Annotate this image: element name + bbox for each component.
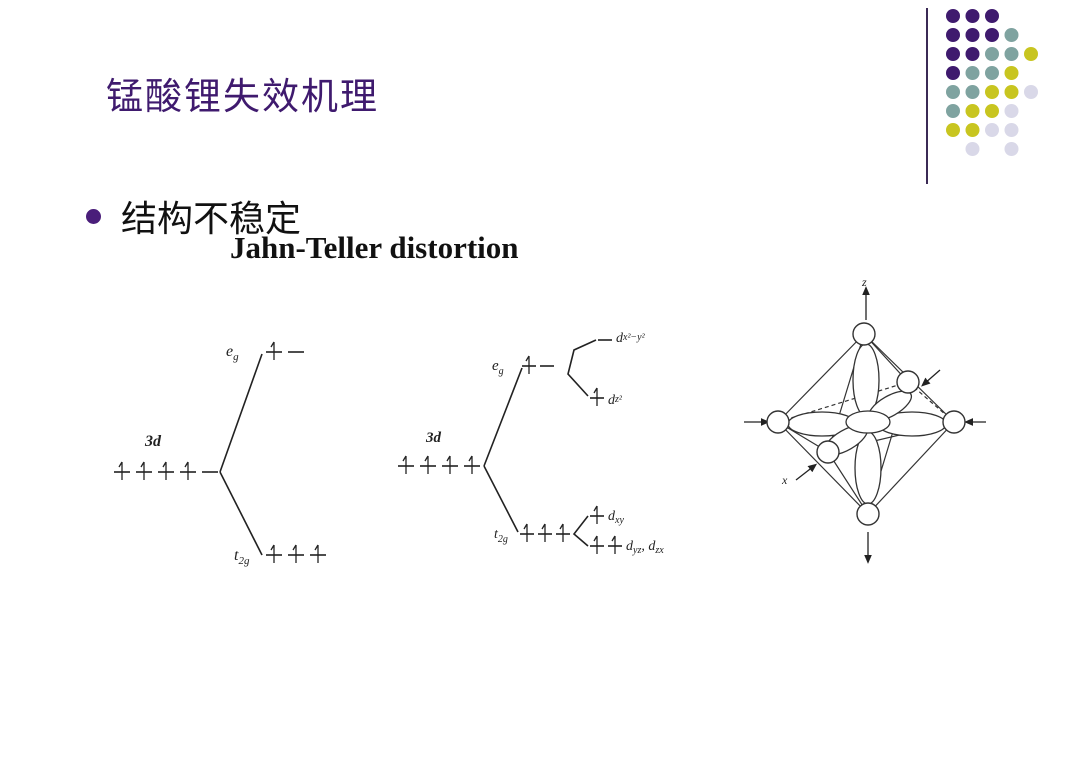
label-eg-left: eg: [226, 343, 239, 363]
label-eg-mid: eg: [492, 358, 504, 377]
label-dyz-dzx: dyz, dzx: [626, 539, 664, 556]
decorative-dot: [965, 9, 980, 23]
decorative-dot: [965, 85, 980, 99]
spin-up-arrows-mid: [402, 355, 616, 554]
decorative-dot: [1024, 47, 1038, 61]
decorative-dot: [1024, 85, 1038, 99]
decorative-dot-grid: [946, 9, 1038, 156]
decorative-dot: [1004, 104, 1019, 118]
decorative-dot: [965, 123, 980, 137]
decorative-dot: [965, 66, 980, 80]
decorative-dot: [985, 47, 999, 61]
decorative-dot: [946, 85, 960, 99]
decorative-dot: [985, 104, 999, 118]
decorative-dot: [985, 85, 999, 99]
decorative-dot: [985, 28, 999, 42]
divider-line: [926, 8, 928, 184]
decorative-dot: [1004, 66, 1019, 80]
decorative-dot: [965, 142, 980, 156]
decorative-dot: [946, 66, 960, 80]
label-dx2y2: dx²−y²: [616, 331, 646, 346]
octahedral-splitting-diagram: [114, 351, 326, 556]
jahn-teller-diagram: 3d eg t2g: [114, 275, 986, 567]
label-3d-left: 3d: [144, 433, 162, 450]
decorative-dot: [946, 104, 960, 118]
distorted-octahedron-drawing: z x: [744, 275, 986, 564]
decorative-dot: [1004, 123, 1019, 137]
label-t2g-left: t2g: [234, 547, 250, 567]
label-t2g-mid: t2g: [494, 527, 508, 545]
slide-title: 锰酸锂失效机理: [106, 75, 379, 118]
label-3d-mid: 3d: [425, 430, 442, 446]
bullet-icon: [86, 208, 101, 224]
decorative-dot: [946, 123, 960, 137]
bullet-item: 结构不稳定: [86, 190, 301, 242]
decorative-dot: [985, 123, 999, 137]
axis-x-label: x: [781, 473, 788, 487]
decorative-dot: [1004, 28, 1019, 42]
spin-up-arrows-left: [118, 341, 319, 563]
decorative-dot: [965, 47, 980, 61]
bullet-text: 结构不稳定: [121, 199, 302, 240]
decorative-dot: [946, 47, 960, 61]
axis-z-label: z: [861, 275, 867, 289]
decorative-dot: [1004, 142, 1019, 156]
decorative-dot: [965, 28, 980, 42]
label-dxy: dxy: [608, 509, 624, 526]
label-dz2: dz²: [608, 393, 623, 408]
decorative-dot: [1004, 85, 1019, 99]
decorative-dot: [985, 9, 999, 23]
decorative-dot: [985, 66, 999, 80]
decorative-dot: [946, 9, 960, 23]
decorative-dot: [946, 28, 960, 42]
decorative-dot: [965, 104, 980, 118]
decorative-dot: [1004, 47, 1019, 61]
diagram-subtitle: Jahn-Teller distortion: [230, 230, 519, 265]
